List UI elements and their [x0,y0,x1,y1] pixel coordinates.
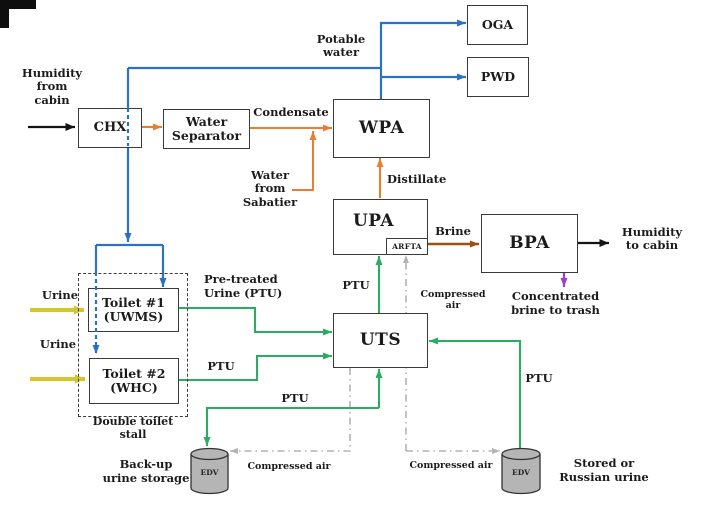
backup-edv-label: EDV [201,468,219,477]
potable-water-label: Potable water [312,32,370,60]
compressed-air-line-to-backup-edv [230,368,351,454]
water-separator-label-line1: Water [185,114,228,129]
urine-label-2: Urine [39,337,77,351]
humidity-to-cabin-label: Humidity to cabin [616,225,688,253]
oga-box: OGA [467,5,528,45]
sabatier-water-line [292,131,317,191]
double-toilet-stall-caption: Double toilet stall [92,415,174,441]
toilet2-label-line2: (WHC) [110,380,158,395]
uts-label: UTS [359,329,402,350]
compressed-air-right-label: Compressed air [409,460,493,471]
arfta-box: ARFTA [386,238,428,255]
pretreated-urine-line2: Urine (PTU) [204,285,283,300]
wpa-box: WPA [333,99,430,158]
pretreated-urine-label: Pre-treated Urine (PTU) [204,272,286,300]
double-toilet-stall-outline [78,273,188,417]
distillate-label: Distillate [387,172,447,186]
backup-storage-line1: Back-up [119,457,173,471]
backup-storage-line2: urine storage [102,471,190,486]
humidity-from-cabin-line3: cabin [34,92,70,107]
sabatier-line2: from [254,181,286,196]
ptu-toilet2-label: PTU [207,359,235,373]
ptu-line-toilet1-to-uts [177,306,332,336]
backup-storage-label: Back-up urine storage [96,457,196,485]
stored-edv-cylinder-body [501,454,541,495]
chx-label: CHX [93,119,127,135]
humidity-from-cabin-label: Humidity from cabin [20,66,84,107]
wpa-label: WPA [358,117,405,138]
uts-box: UTS [333,313,428,368]
bpa-box: BPA [481,214,578,273]
condensate-label: Condensate [253,105,329,119]
oga-label: OGA [481,17,514,32]
pwd-label: PWD [480,69,516,84]
pretreated-urine-line1: Pre-treated [204,272,278,286]
stored-edv-label: EDV [512,468,530,477]
backup-edv-cylinder-top [190,447,229,461]
toilet2-label-line1: Toilet #2 [102,366,166,381]
water-from-sabatier-label: Water from Sabatier [240,168,300,209]
ptu-line-toilet2-to-uts [177,352,332,382]
corner-mark-vertical [0,0,9,28]
toilet2-box: Toilet #2 (WHC) [89,358,179,404]
ptu-line-to-backup-edv [203,406,379,446]
pwd-box: PWD [467,57,529,97]
toilet1-box: Toilet #1 (UWMS) [88,288,179,332]
upa-box: UPA [333,199,428,255]
concentrated-brine-label: Concentrated brine to trash [498,289,613,318]
concentrated-brine-line2: brine to trash [511,303,600,318]
arfta-label: ARFTA [392,242,422,251]
potable-water-line-to-oga [379,19,466,99]
ptu-upa-label: PTU [342,278,370,292]
ptu-line-stored-edv-to-uts [429,337,522,449]
backup-edv-cylinder-body [190,454,229,495]
ptu-right-label: PTU [525,371,553,385]
sabatier-line1: Water [250,168,290,182]
toilet1-label-line1: Toilet #1 [102,295,165,310]
brine-label: Brine [435,224,471,238]
water-separator-box: Water Separator [163,109,250,149]
potable-water-line1: Potable [316,32,366,46]
stored-urine-label: Stored or Russian urine [548,456,660,484]
compressed-air-upper-label: Compressed air [420,289,486,312]
water-separator-label-line2: Separator [171,128,242,143]
concentrated-brine-line1: Concentrated [511,289,600,303]
chx-box: CHX [78,108,142,148]
toilet1-label-line2: (UWMS) [103,309,164,324]
sabatier-line3: Sabatier [242,194,298,209]
humidity-from-cabin-line1: Humidity [21,66,83,80]
compressed-air-left-label: Compressed air [247,461,331,472]
corner-mark-horizontal [0,0,36,9]
stored-edv-cylinder-top [501,447,541,461]
urine-label-1: Urine [41,288,79,302]
humidity-to-cabin-line2: to cabin [625,238,679,253]
humidity-to-cabin-line1: Humidity [621,225,683,239]
humidity-from-cabin-line2: from [36,79,68,94]
stored-urine-line1: Stored or [573,456,635,470]
potable-water-line2: water [322,45,360,60]
ptu-bottom-label: PTU [281,391,309,405]
stored-urine-line2: Russian urine [559,470,649,485]
bpa-label: BPA [509,232,550,253]
upa-label: UPA [352,211,395,232]
